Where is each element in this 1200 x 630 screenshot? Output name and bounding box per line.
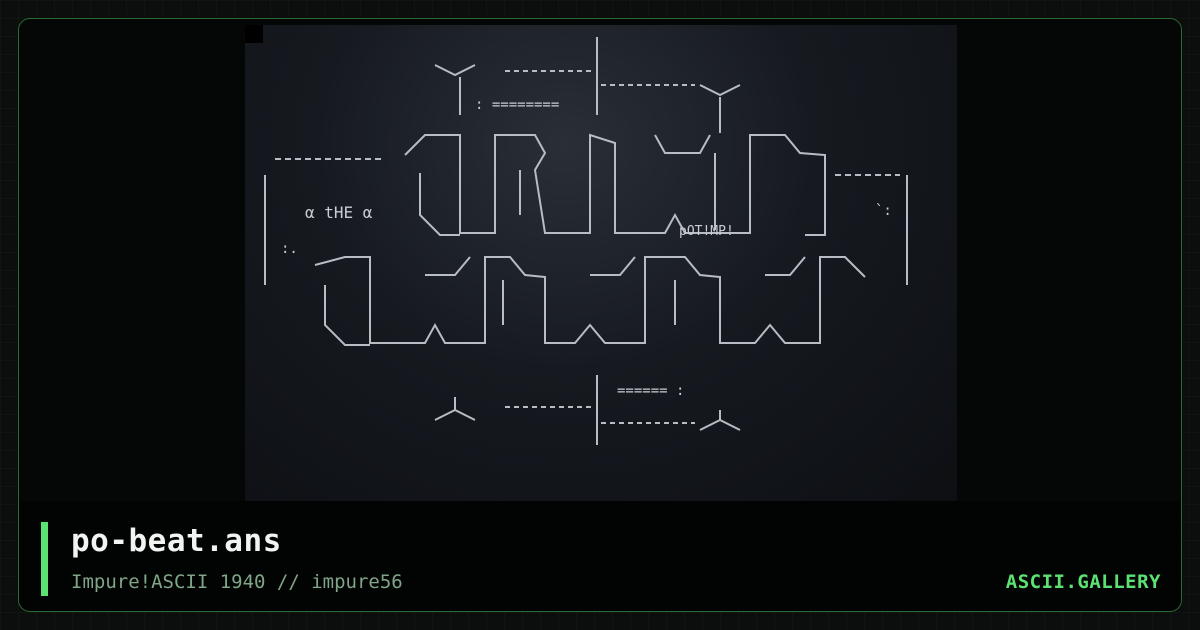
artwork-area: α tHE α pOT!MP! : ======== ====== : `: :… bbox=[19, 19, 1181, 501]
site-brand-link[interactable]: ASCII.GALLERY bbox=[1005, 571, 1161, 593]
artwork-group-year: Impure!ASCII 1940 // impure56 bbox=[71, 571, 403, 593]
card-footer: po-beat.ans Impure!ASCII 1940 // impure5… bbox=[19, 501, 1181, 611]
tag-text: pOT!MP! bbox=[679, 224, 734, 239]
ascii-lines bbox=[264, 37, 908, 445]
corner-block bbox=[245, 25, 263, 43]
equals-bottom-text: ====== : bbox=[617, 383, 684, 399]
dots-left-text: :. bbox=[281, 241, 298, 257]
accent-bar bbox=[41, 522, 48, 596]
dots-right-text: `: bbox=[875, 203, 892, 219]
share-card: α tHE α pOT!MP! : ======== ====== : `: :… bbox=[18, 18, 1182, 612]
equals-top-text: : ======== bbox=[475, 97, 559, 113]
the-label-text: α tHE α bbox=[305, 203, 373, 222]
ascii-artwork-preview[interactable]: α tHE α pOT!MP! : ======== ====== : `: :… bbox=[245, 25, 957, 501]
artwork-filename: po-beat.ans bbox=[71, 523, 282, 559]
ascii-art-canvas: α tHE α pOT!MP! : ======== ====== : `: :… bbox=[245, 25, 908, 445]
